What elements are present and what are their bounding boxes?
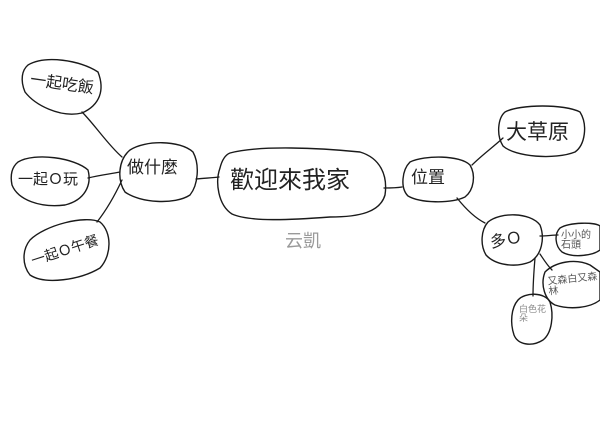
node-play-together-label: 一起Ｏ玩 bbox=[18, 170, 79, 188]
node-forest-bubble bbox=[542, 260, 600, 309]
node-play-together-bubble bbox=[10, 156, 90, 207]
edge-location-scenery bbox=[456, 197, 486, 224]
edge-scenery-flowers bbox=[532, 257, 536, 297]
node-eat-together-bubble bbox=[21, 59, 102, 115]
edge-location-grassland bbox=[471, 137, 504, 166]
node-scenery-bubble bbox=[481, 214, 543, 266]
center-node-label: 歡迎來我家 bbox=[230, 166, 350, 194]
node-flowers-label: 白色花朵 bbox=[519, 305, 547, 324]
node-location-label: 位置 bbox=[411, 168, 445, 188]
edge-what-lunch bbox=[96, 179, 123, 223]
edge-what-eat bbox=[81, 111, 123, 158]
node-what-to-do-bubble bbox=[119, 142, 198, 203]
node-location-bubble bbox=[402, 156, 475, 203]
signature-label: 云凱 bbox=[285, 231, 321, 252]
edge-scenery-forest bbox=[539, 253, 553, 271]
node-center-bubble bbox=[217, 147, 387, 221]
edge-center-what bbox=[195, 176, 220, 180]
edge-center-location bbox=[383, 186, 403, 189]
node-flowers-bubble bbox=[510, 293, 553, 345]
node-small-stones-bubble bbox=[555, 222, 600, 257]
node-grassland-bubble bbox=[498, 105, 586, 158]
node-lunch-together-bubble bbox=[23, 219, 110, 281]
edge-what-play bbox=[87, 171, 121, 179]
node-grassland-label: 大草原 bbox=[506, 120, 569, 144]
node-small-stones-label: 小小的石頭 bbox=[561, 230, 591, 251]
node-what-to-do-label: 做什麼 bbox=[127, 158, 178, 178]
